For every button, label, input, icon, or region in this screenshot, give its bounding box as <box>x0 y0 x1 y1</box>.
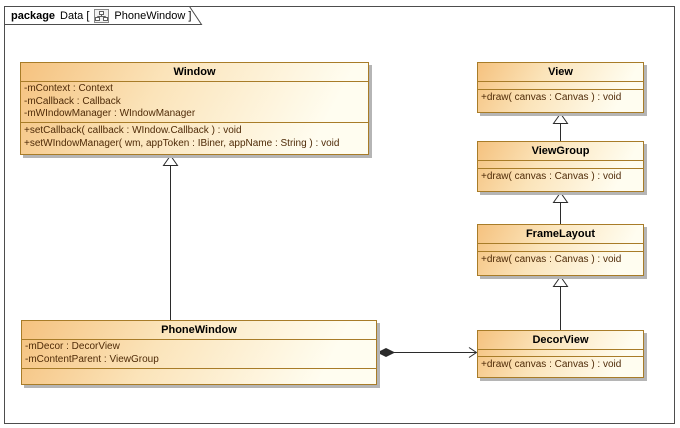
class-viewgroup[interactable]: ViewGroup +draw( canvas : Canvas ) : voi… <box>477 141 644 192</box>
member-row: -mContentParent : ViewGroup <box>25 353 159 365</box>
class-phonewindow[interactable]: PhoneWindow -mDecor : DecorView-mContent… <box>21 320 377 385</box>
generalization-viewgroup-to-view[interactable] <box>552 112 569 142</box>
class-title: FrameLayout <box>478 225 643 244</box>
frame-keyword: package <box>11 10 56 22</box>
class-title: View <box>478 63 643 82</box>
composition-phonewindow-to-decorview[interactable] <box>376 347 478 358</box>
class-title: ViewGroup <box>478 142 643 161</box>
member-row: -mContext : Context <box>24 83 113 94</box>
frame-diagram-label: PhoneWindow ] <box>114 10 192 22</box>
class-diagram-icon <box>94 9 110 23</box>
member-row: +draw( canvas : Canvas ) : void <box>481 171 622 182</box>
methods-compartment: +draw( canvas : Canvas ) : void <box>478 357 643 377</box>
methods-compartment: +setCallback( callback : WIndow.Callback… <box>21 123 368 154</box>
attributes-compartment: -mContext : Context-mCallback : Callback… <box>21 82 368 123</box>
attributes-compartment: -mDecor : DecorView-mContentParent : Vie… <box>22 340 376 369</box>
class-title: Window <box>21 63 368 82</box>
member-row: +setWIndowManager( wm, appToken : IBiner… <box>24 137 340 149</box>
member-row: +setCallback( callback : WIndow.Callback… <box>24 125 242 136</box>
methods-compartment: +draw( canvas : Canvas ) : void <box>478 252 643 275</box>
member-row: -mCallback : Callback <box>24 95 121 107</box>
methods-compartment: +draw( canvas : Canvas ) : void <box>478 169 643 191</box>
methods-compartment: +draw( canvas : Canvas ) : void <box>478 90 643 112</box>
attributes-compartment <box>478 350 643 357</box>
diagram-frame-border <box>4 6 675 424</box>
generalization-framelayout-to-viewgroup[interactable] <box>552 191 569 225</box>
class-decorview[interactable]: DecorView +draw( canvas : Canvas ) : voi… <box>477 330 644 378</box>
member-row: +draw( canvas : Canvas ) : void <box>481 254 622 265</box>
member-row: +draw( canvas : Canvas ) : void <box>481 359 622 370</box>
class-title: PhoneWindow <box>22 321 376 340</box>
frame-context-label: Data [ <box>60 10 90 22</box>
class-title: DecorView <box>478 331 643 350</box>
methods-compartment <box>22 369 376 384</box>
member-row: +draw( canvas : Canvas ) : void <box>481 92 622 103</box>
member-row: -mDecor : DecorView <box>25 341 120 352</box>
class-framelayout[interactable]: FrameLayout +draw( canvas : Canvas ) : v… <box>477 224 644 276</box>
class-view[interactable]: View +draw( canvas : Canvas ) : void <box>477 62 644 113</box>
member-row: -mWIndowManager : WIndowManager <box>24 108 196 119</box>
frame-tab-label: package Data [ PhoneWindow ] <box>11 9 191 23</box>
attributes-compartment <box>478 244 643 252</box>
class-window[interactable]: Window -mContext : Context-mCallback : C… <box>20 62 369 155</box>
generalization-decorview-to-framelayout[interactable] <box>552 275 569 331</box>
generalization-phonewindow-to-window[interactable] <box>162 154 179 321</box>
attributes-compartment <box>478 82 643 90</box>
attributes-compartment <box>478 161 643 169</box>
